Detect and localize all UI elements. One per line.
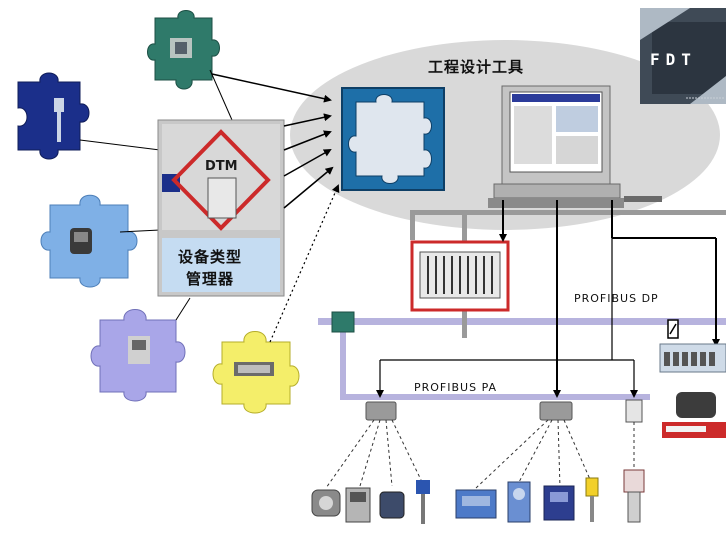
ethernet-line [410,210,726,215]
dp-pa-coupler [331,311,355,333]
field-device-9 [623,469,645,523]
fdt-logo [640,8,726,104]
field-device-4 [416,480,430,524]
device-type-manager-label-line1: 设备类型 [178,248,243,266]
profibus-dp-label: PROFIBUS DP [574,292,659,305]
lightblue-puzzle-piece [40,194,138,288]
field-device-1 [311,489,341,517]
fdt-logo-text: FDT [650,50,697,69]
profibus-dp-line [318,318,726,325]
pa-junction-left [365,401,397,421]
field-device-7 [543,485,575,521]
teal-puzzle-piece [147,10,220,90]
pa-junction-right [539,401,573,421]
field-device-6 [507,481,531,523]
remote-io [659,319,726,438]
profibus-pa-label: PROFIBUS PA [414,381,498,394]
field-device-5 [455,489,497,519]
profibus-pa-line [340,322,650,400]
engineering-pc [488,85,662,208]
lavender-puzzle-piece [90,309,186,402]
engineering-tool-label: 工程设计工具 [428,58,525,76]
pa-terminator [625,399,643,423]
field-device-8 [585,477,599,522]
fdt-frame-application [341,87,445,191]
field-device-3 [379,491,405,519]
device-type-manager-label-line2: 管理器 [186,270,235,288]
navy-puzzle-piece [17,72,90,160]
dtm-label: DTM [205,159,238,174]
field-device-2 [345,487,371,523]
plc-rack [410,240,510,312]
yellow-puzzle-piece [212,331,300,414]
dtm-box [157,119,285,297]
